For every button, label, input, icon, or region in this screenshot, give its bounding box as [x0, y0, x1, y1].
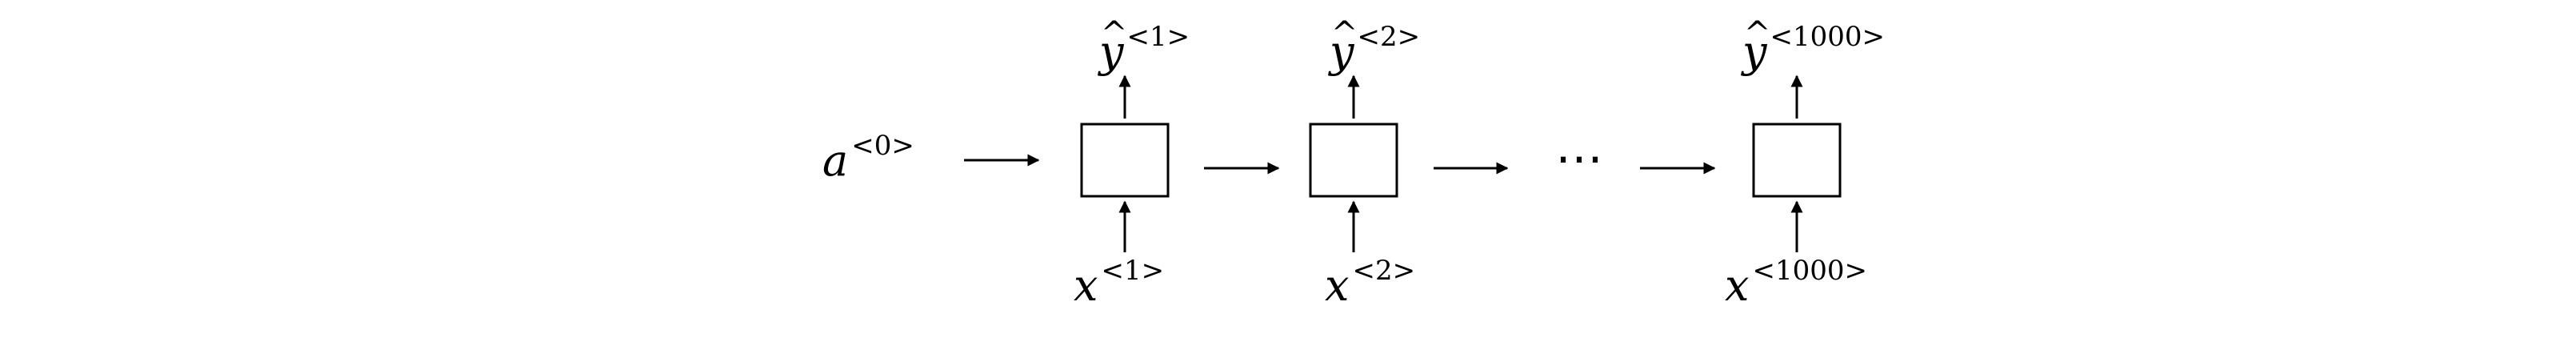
input-superscript-2: <2>: [1352, 255, 1416, 287]
ellipsis: ⋯: [1555, 131, 1606, 187]
input-superscript-1: <1>: [1101, 255, 1165, 287]
output-label-1000: y^<1000>: [1742, 18, 1885, 74]
input-symbol-1: x: [1074, 260, 1098, 311]
input-superscript-1000: <1000>: [1752, 255, 1867, 287]
rnn-cell-1000: [1752, 123, 1842, 198]
input-label-1000: x<1000>: [1725, 257, 1867, 308]
output-hat-1000: ^: [1743, 15, 1771, 52]
output-label-1: y^<1>: [1099, 18, 1190, 74]
rnn-cell-1: [1080, 123, 1170, 198]
output-superscript-2: <2>: [1357, 21, 1421, 53]
input-symbol-2: x: [1325, 260, 1350, 311]
initial-activation-symbol: a: [822, 135, 849, 186]
input-label-1: x<1>: [1074, 257, 1164, 308]
output-superscript-1: <1>: [1126, 21, 1190, 53]
rnn-cell-2: [1309, 123, 1398, 198]
output-hat-2: ^: [1330, 15, 1358, 52]
output-symbol-1: y: [1099, 26, 1124, 77]
input-label-2: x<2>: [1325, 257, 1415, 308]
initial-activation-label: a<0>: [822, 132, 914, 183]
initial-activation-superscript: <0>: [851, 130, 914, 162]
output-symbol-1000: y: [1742, 26, 1767, 77]
output-superscript-1000: <1000>: [1770, 21, 1886, 53]
output-hat-1: ^: [1100, 15, 1128, 52]
output-label-2: y^<2>: [1330, 18, 1420, 74]
input-symbol-1000: x: [1725, 260, 1750, 311]
output-symbol-2: y: [1330, 26, 1354, 77]
